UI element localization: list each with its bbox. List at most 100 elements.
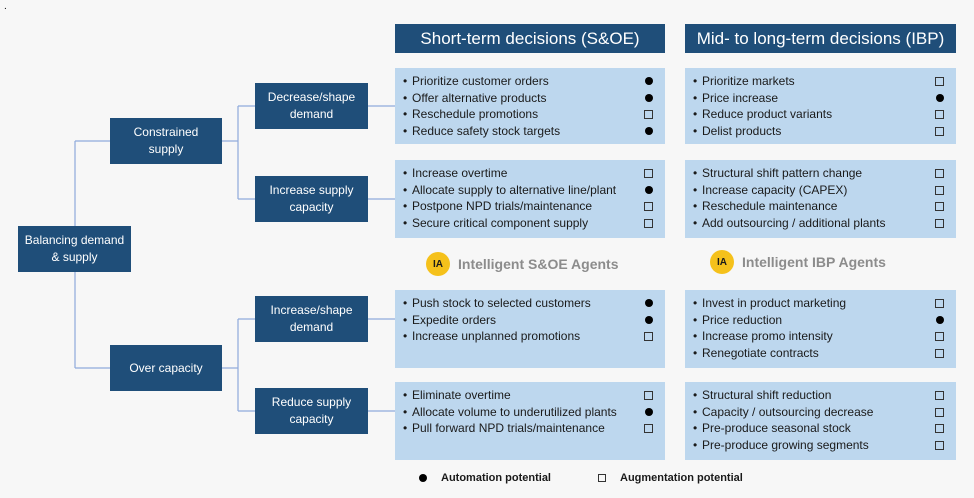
action-item: •Structural shift reduction — [693, 387, 944, 404]
augmentation-square-icon — [644, 202, 653, 211]
automation-dot-icon — [645, 315, 653, 324]
action-item: •Postpone NPD trials/maintenance — [403, 198, 653, 215]
augmentation-square-icon — [935, 391, 944, 400]
subbranch-increase-supply-capacity: Increase supply capacity — [255, 176, 368, 222]
bullet-icon: • — [403, 90, 408, 105]
bullet-icon: • — [403, 215, 408, 230]
agent-label: Intelligent IBP Agents — [742, 254, 886, 270]
action-item: •Price reduction — [693, 312, 944, 329]
augmentation-square-icon — [935, 77, 944, 86]
bullet-icon: • — [403, 404, 408, 419]
subbranch-reduce-supply-capacity: Reduce supply capacity — [255, 388, 368, 434]
bullet-icon: • — [693, 421, 698, 435]
root-node: Balancing demand & supply — [18, 226, 131, 272]
action-text: Structural shift pattern change — [702, 166, 863, 180]
action-item: •Allocate supply to alternative line/pla… — [403, 182, 653, 199]
bullet-icon: • — [693, 312, 698, 327]
augmentation-square-icon — [644, 391, 653, 400]
action-item: •Push stock to selected customers — [403, 295, 653, 312]
augmentation-square-icon — [644, 332, 653, 341]
bullet-icon: • — [693, 123, 698, 138]
panel-3-0: •Eliminate overtime•Allocate volume to u… — [395, 382, 665, 460]
augmentation-square-icon — [935, 126, 944, 136]
branch-label: Over capacity — [129, 360, 203, 375]
agent-label: Intelligent S&OE Agents — [458, 256, 619, 272]
action-text: Structural shift reduction — [702, 388, 832, 402]
bullet-icon: • — [693, 90, 698, 105]
bullet-icon: • — [693, 329, 698, 343]
bullet-icon: • — [693, 107, 698, 121]
column-header-mid-long-term: Mid- to long-term decisions (IBP) — [685, 24, 956, 53]
legend-label: Automation potential — [441, 472, 551, 484]
action-text: Eliminate overtime — [412, 388, 511, 402]
automation-dot-icon — [936, 315, 944, 324]
action-text: Renegotiate contracts — [702, 345, 819, 360]
action-item: •Delist products — [693, 123, 944, 140]
augmentation-square-icon — [935, 218, 944, 228]
automation-dot-icon — [936, 93, 944, 102]
augmentation-square-icon — [644, 218, 653, 228]
legend-automation: Automation potential — [419, 472, 551, 484]
bullet-icon: • — [403, 199, 408, 213]
bullet-icon: • — [693, 74, 698, 88]
branch-over-capacity: Over capacity — [110, 345, 222, 391]
augmentation-square-icon — [644, 110, 653, 119]
bullet-icon: • — [693, 296, 698, 310]
column-header-short-term: Short-term decisions (S&OE) — [395, 24, 665, 53]
action-text: Increase capacity (CAPEX) — [702, 182, 848, 197]
bullet-icon: • — [403, 329, 408, 343]
bullet-icon: • — [693, 215, 698, 230]
action-text: Reduce safety stock targets — [412, 123, 561, 138]
bullet-icon: • — [693, 199, 698, 213]
action-text: Reschedule promotions — [412, 107, 539, 121]
column-title: Short-term decisions (S&OE) — [420, 28, 640, 48]
action-item: •Increase promo intensity — [693, 328, 944, 345]
action-item: • Renegotiate contracts — [693, 345, 944, 362]
action-item: •Increase overtime — [403, 165, 653, 182]
legend-label: Augmentation potential — [620, 472, 743, 484]
augmentation-square-icon — [935, 169, 944, 178]
bullet-icon: • — [693, 345, 698, 360]
subbranch-label: Reduce supply capacity — [271, 395, 352, 426]
root-label: Balancing demand & supply — [24, 233, 125, 264]
action-text: Reduce product variants — [702, 107, 833, 121]
action-item: • Reduce product variants — [693, 106, 944, 123]
ia-badge-icon: IA — [426, 252, 450, 276]
action-text: Pull forward NPD trials/maintenance — [412, 421, 605, 435]
bullet-icon: • — [403, 296, 408, 310]
action-text: Allocate supply to alternative line/plan… — [412, 182, 617, 197]
action-text: Prioritize markets — [702, 74, 795, 88]
action-list: •Prioritize customer orders•Offer altern… — [403, 73, 653, 139]
empty-square-icon — [598, 474, 606, 482]
augmentation-square-icon — [935, 185, 944, 195]
augmentation-square-icon — [935, 299, 944, 308]
automation-dot-icon — [645, 93, 653, 102]
augmentation-square-icon — [935, 348, 944, 358]
legend-augmentation: Augmentation potential — [598, 472, 743, 484]
bullet-icon: • — [403, 123, 408, 138]
action-item: • Reschedule maintenance — [693, 198, 944, 215]
subbranch-increase-shape-demand: Increase/shape demand — [255, 296, 368, 342]
action-text: Pre-produce growing segments — [702, 437, 869, 452]
subbranch-label: Increase/shape demand — [270, 303, 353, 334]
action-item: •Prioritize customer orders — [403, 73, 653, 90]
panel-2-0: •Push stock to selected customers•Expedi… — [395, 290, 665, 368]
action-item: • Price increase — [693, 90, 944, 107]
action-text: Prioritize customer orders — [412, 74, 549, 88]
bullet-icon: • — [403, 312, 408, 327]
action-list: • Structural shift pattern change • Increas… — [693, 165, 944, 231]
action-list: • Prioritize markets • Price increase • Reduc… — [693, 73, 944, 139]
augmentation-square-icon — [644, 169, 653, 178]
action-item: •Expedite orders — [403, 312, 653, 329]
action-text: Price increase — [702, 90, 779, 105]
action-text: Pre-produce seasonal stock — [702, 421, 851, 435]
action-list: •Structural shift reduction•Capacity / o… — [693, 387, 944, 453]
automation-dot-icon — [645, 185, 653, 194]
action-item: •Pull forward NPD trials/maintenance — [403, 420, 653, 437]
action-text: Reschedule maintenance — [702, 199, 838, 213]
augmentation-square-icon — [935, 424, 944, 433]
action-item: •Secure critical component supply — [403, 215, 653, 232]
subbranch-decrease-shape-demand: Decrease/shape demand — [255, 83, 368, 129]
action-text: Allocate volume to underutilized plants — [412, 404, 617, 419]
action-text: Add outsourcing / additional plants — [702, 215, 886, 230]
